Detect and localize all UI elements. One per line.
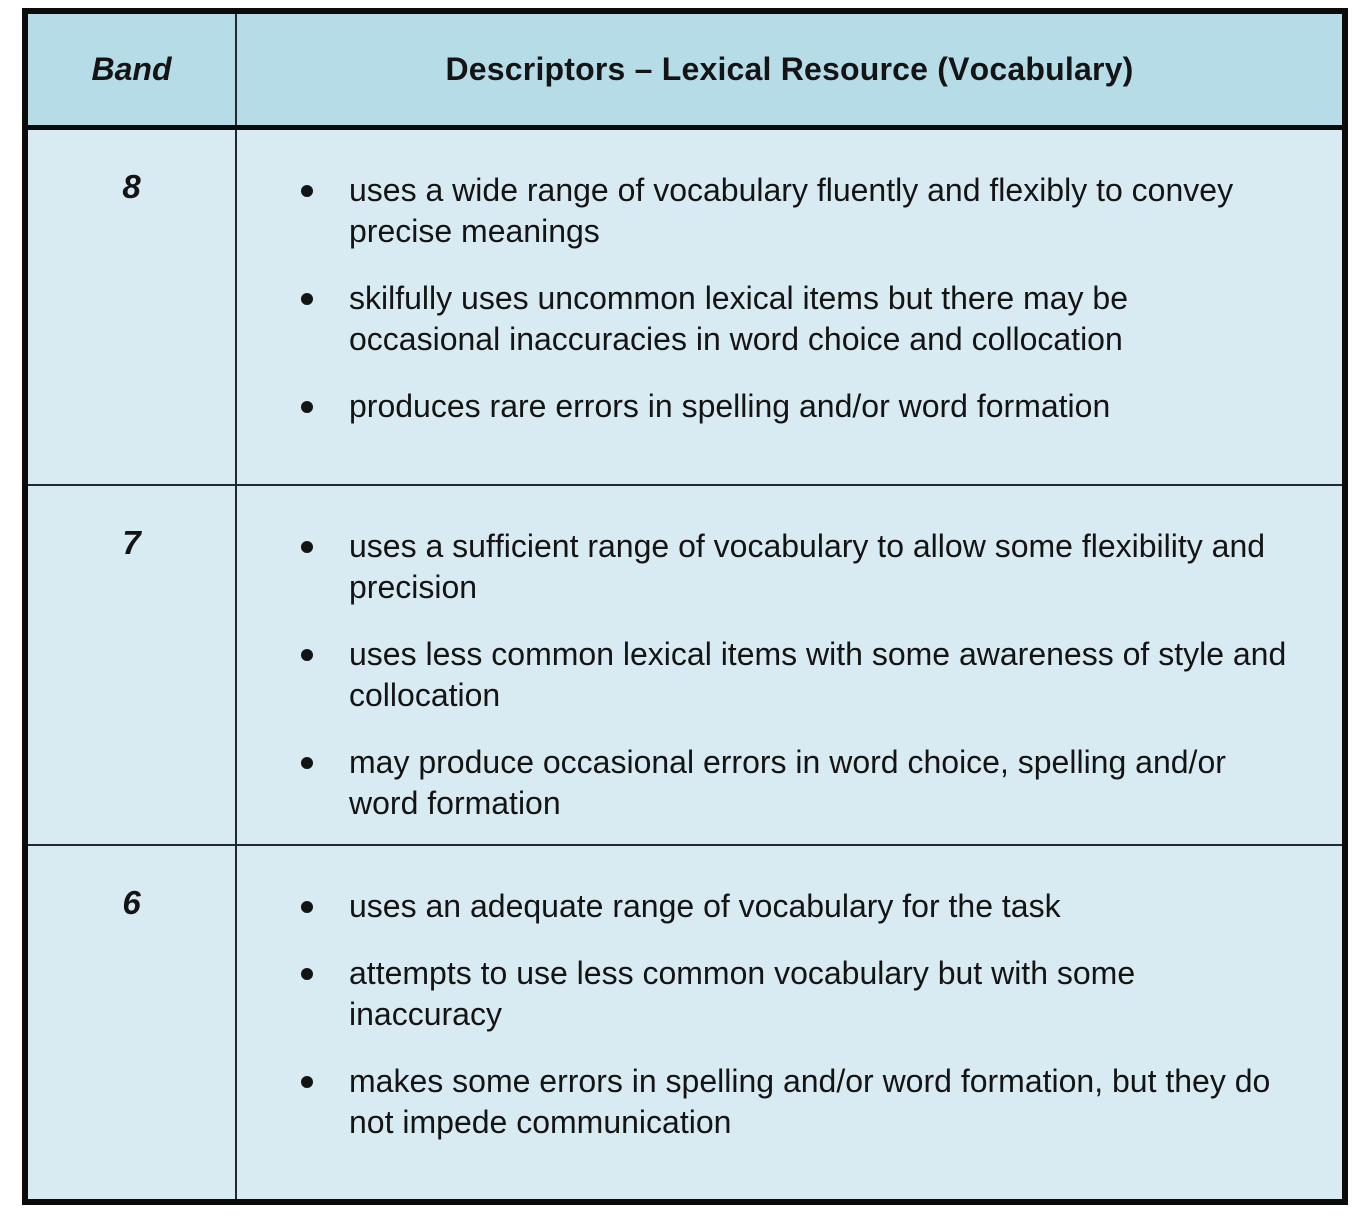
band-7-descriptors-cell: uses a sufficient range of vocabulary to… [237,486,1342,844]
descriptor-text: attempts to use less common vocabulary b… [349,954,1136,1032]
band-8-descriptor-list: uses a wide range of vocabulary fluently… [301,170,1324,427]
descriptor-item: attempts to use less common vocabulary b… [301,953,1324,1035]
bullet-icon [301,1075,313,1088]
descriptor-text: uses an adequate range of vocabulary for… [349,887,1061,924]
bullet-icon [301,540,313,553]
band-6-number: 6 [122,883,141,921]
bullet-icon [301,648,313,661]
descriptor-text: makes some errors in spelling and/or wor… [349,1062,1271,1140]
descriptors-column-header-label: Descriptors – Lexical Resource (Vocabula… [445,51,1134,87]
descriptor-text: may produce occasional errors in word ch… [349,743,1226,821]
bullet-icon [301,756,313,769]
band-7-number: 7 [122,523,141,561]
band-column-header-label: Band [91,51,172,87]
descriptor-item: uses less common lexical items with some… [301,634,1324,716]
table-row-band-7: 7 uses a sufficient range of vocabulary … [28,483,1342,844]
band-6-descriptor-list: uses an adequate range of vocabulary for… [301,886,1324,1143]
descriptor-text: skilfully uses uncommon lexical items bu… [349,280,1128,357]
table-row-band-6: 6 uses an adequate range of vocabulary f… [28,843,1342,1200]
bullet-icon [301,900,313,913]
descriptor-item: uses a wide range of vocabulary fluently… [301,170,1324,252]
descriptor-item: skilfully uses uncommon lexical items bu… [301,278,1324,360]
band-7-cell: 7 [28,485,237,844]
descriptor-item: may produce occasional errors in word ch… [301,742,1324,824]
descriptor-text: uses a wide range of vocabulary fluently… [349,172,1234,249]
bullet-icon [301,185,313,197]
band-descriptors-table: Band Descriptors – Lexical Resource (Voc… [22,8,1348,1205]
descriptor-item: produces rare errors in spelling and/or … [301,386,1324,427]
band-column-header: Band [28,14,237,125]
bullet-icon [301,293,313,305]
descriptor-text: uses a sufficient range of vocabulary to… [349,527,1266,605]
band-8-descriptors-cell: uses a wide range of vocabulary fluently… [237,130,1342,484]
band-7-descriptor-list: uses a sufficient range of vocabulary to… [301,526,1324,824]
table-header-row: Band Descriptors – Lexical Resource (Voc… [28,14,1342,130]
descriptor-text: uses less common lexical items with some… [349,635,1287,713]
band-8-number: 8 [122,168,141,205]
descriptors-column-header: Descriptors – Lexical Resource (Vocabula… [237,14,1342,125]
descriptor-item: makes some errors in spelling and/or wor… [301,1061,1324,1143]
descriptor-item: uses an adequate range of vocabulary for… [301,886,1324,927]
bullet-icon [301,401,313,413]
band-6-cell: 6 [28,845,237,1199]
descriptor-text: produces rare errors in spelling and/or … [349,388,1111,424]
descriptor-item: uses a sufficient range of vocabulary to… [301,526,1324,608]
table-row-band-8: 8 uses a wide range of vocabulary fluent… [28,130,1342,484]
band-8-cell: 8 [28,130,237,484]
band-6-descriptors-cell: uses an adequate range of vocabulary for… [237,846,1342,1200]
bullet-icon [301,967,313,980]
